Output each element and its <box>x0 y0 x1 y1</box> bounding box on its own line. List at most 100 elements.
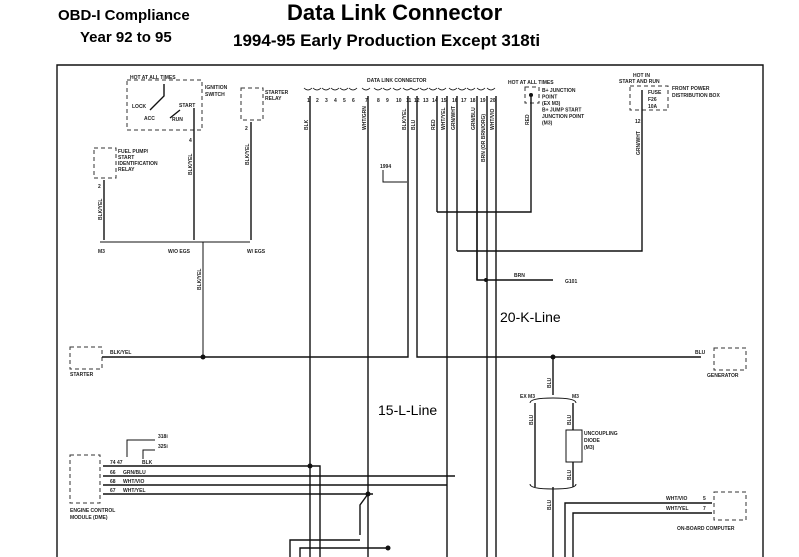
diagram-frame <box>56 64 764 557</box>
hot-in-label: HOT IN <box>633 73 650 79</box>
fuel-relay-label-3: IDENTIFICATION <box>118 161 158 167</box>
starter-relay-pin: 2 <box>245 126 248 132</box>
ecm-wires <box>103 465 455 557</box>
dlc-pin-number: 1 <box>307 98 310 104</box>
dlc-pin-number: 9 <box>386 98 389 104</box>
blu-color-3: BLU <box>567 414 573 425</box>
ground-wire-color: BRN <box>514 273 525 279</box>
starter-wire-color: BLK/YEL <box>110 350 131 356</box>
dlc-pin-number: 16 <box>452 98 458 104</box>
dlc-pin-number: 14 <box>432 98 438 104</box>
starter-label: STARTER <box>70 372 94 378</box>
option-m3: M3 <box>98 249 105 255</box>
main-bus-wire <box>102 180 701 358</box>
blu-color-4: BLU <box>567 469 573 480</box>
bjunction-label: POINT <box>542 95 557 101</box>
fuse-pin: 12 <box>635 119 641 125</box>
starter-relay-wire-color: BLK/YEL <box>245 144 251 165</box>
option-ex-m3: EX M3 <box>520 394 535 400</box>
ecm-crossing-wires <box>289 493 390 557</box>
ignition-switch-label-2: SWITCH <box>205 92 225 98</box>
dlc-wire-color: WHT/VIO <box>490 109 496 130</box>
onboard-pin: 7 <box>703 506 706 512</box>
fuel-relay-wire-color: BLK/YEL <box>98 199 104 220</box>
dlc-wire-color: GRN/WHT <box>451 106 457 130</box>
dlc-label: DATA LINK CONNECTOR <box>367 78 427 84</box>
fuel-relay-label-2: START <box>118 155 134 161</box>
bjunction-point <box>529 93 533 97</box>
dlc-pin-number: 11 <box>406 98 412 104</box>
diode-label-3: (M3) <box>584 445 595 451</box>
generator-box <box>713 347 747 371</box>
dlc-pin-socket <box>348 87 358 91</box>
option-m3-2: M3 <box>572 394 579 400</box>
ground-splice <box>484 278 488 282</box>
ign-acc: ACC <box>144 116 155 122</box>
dlc-wire-color: BLK <box>304 119 310 130</box>
option-wo-egs: W/O EGS <box>168 249 191 255</box>
fuel-pump-relay-box <box>93 147 117 179</box>
onboard-pin: 5 <box>703 496 706 502</box>
dlc-pin-number: 5 <box>343 98 346 104</box>
fuel-relay-pin: 2 <box>98 184 101 190</box>
dlc-pin-socket <box>382 87 392 91</box>
splice <box>365 491 371 497</box>
blu-color-2: BLU <box>529 414 535 425</box>
year-range-label: Year 92 to 95 <box>80 29 172 46</box>
page-title: Data Link Connector <box>287 0 503 25</box>
1994-arrow <box>382 170 407 183</box>
dlc-pin-number: 4 <box>334 98 337 104</box>
dlc-pin-number: 19 <box>480 98 486 104</box>
ecm-label: ENGINE CONTROL <box>70 508 115 514</box>
bjunction-box <box>524 86 540 104</box>
dlc-pin-socket <box>392 87 402 91</box>
starter-box <box>69 346 103 370</box>
ignition-switch-label: IGNITION <box>205 85 228 91</box>
l-line-annotation: 15-L-Line <box>378 402 437 418</box>
ground-wire <box>476 180 553 281</box>
dlc-pin-number: 3 <box>325 98 328 104</box>
front-power-label-2: DISTRIBUTION BOX <box>672 93 720 99</box>
dlc-pin-socket <box>428 87 438 91</box>
dlc-pin-number: 20 <box>490 98 496 104</box>
ecm-wire-color: WHT/VIO <box>123 479 144 485</box>
dlc-pin-number: 10 <box>396 98 402 104</box>
fuse-rating: 10A <box>648 104 658 110</box>
bjunction-wire-color: RED <box>525 114 531 125</box>
dlc-pin-number: 18 <box>470 98 476 104</box>
dlc-wire-color: BLK/YEL <box>402 109 408 130</box>
dlc-pin-socket <box>410 87 420 91</box>
ecm-pin: 74 47 <box>110 460 123 466</box>
dlc-pin-socket <box>486 87 496 91</box>
ecm-pin: 67 <box>110 488 116 494</box>
dlc-pin-socket <box>448 87 458 91</box>
switch-contacts <box>149 84 181 119</box>
dlc-pin-socket <box>361 87 371 91</box>
starter-relay-label-2: RELAY <box>265 96 282 102</box>
starter-relay-box <box>240 87 264 121</box>
ground-g101-label: G101 <box>565 279 577 285</box>
dlc-pin-socket <box>466 87 476 91</box>
obd-compliance-label: OBD-I Compliance <box>58 7 190 24</box>
splice <box>200 354 206 360</box>
ign-pin: 4 <box>189 138 192 144</box>
diode-label-2: DIODE <box>584 438 601 444</box>
dlc-pin-number: 15 <box>441 98 447 104</box>
dlc-pin-socket <box>457 87 467 91</box>
ecm-wire-color: WHT/YEL <box>123 488 146 494</box>
dlc-pin-number: 8 <box>377 98 380 104</box>
fuse-label: FUSE <box>648 90 662 96</box>
bjunction-label: B+ JUMP START <box>542 108 581 114</box>
dlc-wire-color: BRN (OR BRN/ORG) <box>481 114 487 162</box>
ign-lock: LOCK <box>132 104 147 110</box>
fuel-relay-label-4: RELAY <box>118 167 135 173</box>
fuse-id: F26 <box>648 97 657 103</box>
page-subtitle: 1994-95 Early Production Except 318ti <box>233 31 541 50</box>
dlc-pin-number: 13 <box>423 98 429 104</box>
dlc-wire-color: WHT/YEL <box>441 108 447 131</box>
label-1994: 1994 <box>380 164 391 170</box>
ecm-pin: 68 <box>110 479 116 485</box>
